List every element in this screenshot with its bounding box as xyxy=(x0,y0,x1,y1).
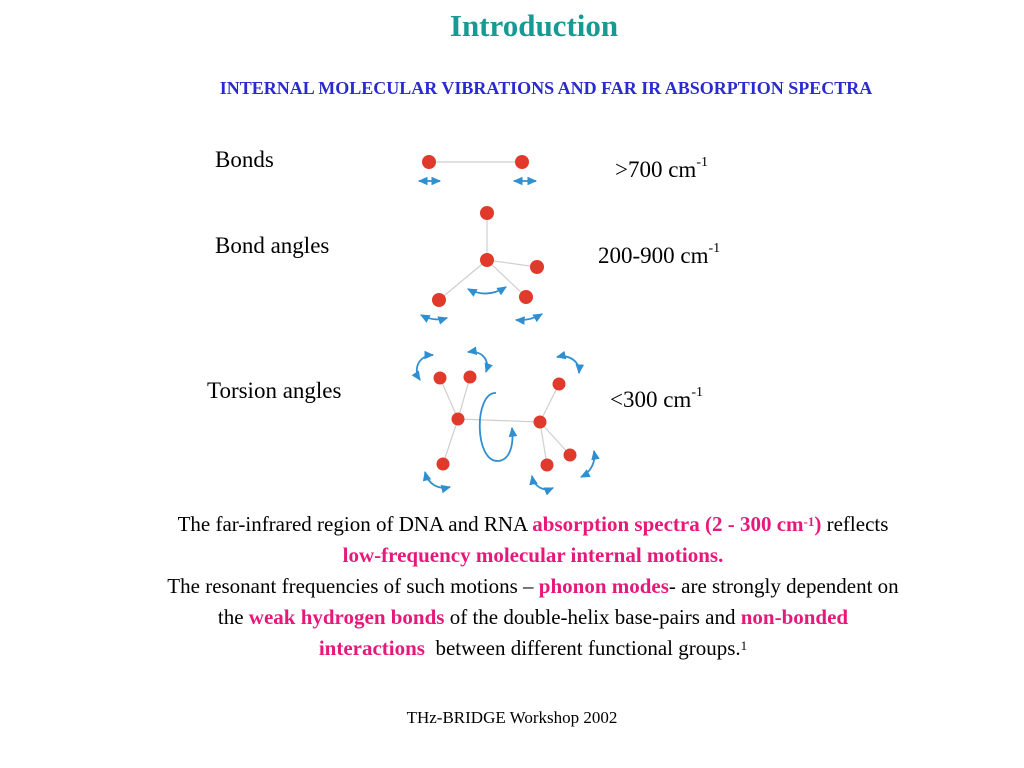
atom xyxy=(563,448,577,462)
atom xyxy=(451,412,465,426)
bend-arrow xyxy=(467,286,507,297)
atom xyxy=(530,260,544,274)
bend-arrow xyxy=(420,314,449,325)
bend-arrow xyxy=(514,313,543,325)
bond-line xyxy=(539,383,560,423)
description-paragraph: The far-infrared region of DNA and RNA a… xyxy=(60,509,1006,664)
text-run: - are strongly dependent on xyxy=(668,574,899,598)
torsion-angles-label: Torsion angles xyxy=(207,378,342,403)
highlight-run: phonon modes xyxy=(538,574,669,598)
text-run: The far-infrared region of DNA and RNA xyxy=(177,512,533,536)
atom xyxy=(480,253,494,267)
highlight-run: ) xyxy=(814,512,822,536)
rotation-arrow xyxy=(555,350,585,375)
atom xyxy=(436,457,450,471)
atom xyxy=(463,370,477,384)
twist-arrow xyxy=(478,392,518,462)
atom xyxy=(540,458,554,472)
bond-angles-range: 200-900 cm-1 xyxy=(598,241,721,268)
bond-line xyxy=(457,418,541,423)
bond-line xyxy=(539,421,571,456)
bond-angles-label: Bond angles xyxy=(215,233,330,258)
bond-line xyxy=(539,421,548,466)
atom xyxy=(533,415,547,429)
text-run: reflects xyxy=(821,512,889,536)
slide-subtitle: INTERNAL MOLECULAR VIBRATIONS AND FAR IR… xyxy=(219,78,873,98)
highlight-run: absorption spectra (2 - 300 cm xyxy=(532,512,804,536)
bond-line xyxy=(438,259,488,301)
rotation-arrow xyxy=(466,346,493,374)
bond-line xyxy=(486,259,538,268)
rotation-arrow xyxy=(580,449,600,478)
atom xyxy=(519,290,533,304)
bond-line xyxy=(439,377,459,420)
footer-text: THz-BRIDGE Workshop 2002 xyxy=(406,708,618,727)
torsion-diagram xyxy=(411,346,600,496)
torsion-angles-range: <300 cm-1 xyxy=(610,385,703,412)
highlight-run: interactions xyxy=(318,636,425,660)
bond-line xyxy=(457,376,471,420)
atom xyxy=(433,371,447,385)
bond-line xyxy=(442,418,459,465)
rotation-arrow xyxy=(529,474,554,496)
bond-angle-diagram xyxy=(420,206,544,325)
text-run: between different functional groups. xyxy=(424,636,741,660)
bonds-label: Bonds xyxy=(215,147,274,172)
text-run: of the double-helix base-pairs and xyxy=(444,605,741,629)
atom xyxy=(480,206,494,220)
highlight-run: weak hydrogen bonds xyxy=(248,605,445,629)
text-run: the xyxy=(217,605,249,629)
atom xyxy=(432,293,446,307)
rotation-arrow xyxy=(411,350,435,381)
footnote-ref: 1 xyxy=(740,638,748,653)
bond-line xyxy=(486,259,527,298)
bonds-range: >700 cm-1 xyxy=(615,155,708,182)
atom xyxy=(515,155,529,169)
highlight-run: non-bonded xyxy=(740,605,849,629)
text-run: The resonant frequencies of such motions… xyxy=(167,574,539,598)
atom xyxy=(422,155,436,169)
slide-title: Introduction xyxy=(449,8,619,43)
bond-stretch-diagram xyxy=(417,155,538,186)
rotation-arrow xyxy=(422,470,452,494)
highlight-run: low-frequency molecular internal motions… xyxy=(342,543,724,567)
atom xyxy=(552,377,566,391)
superscript: -1 xyxy=(803,514,815,529)
